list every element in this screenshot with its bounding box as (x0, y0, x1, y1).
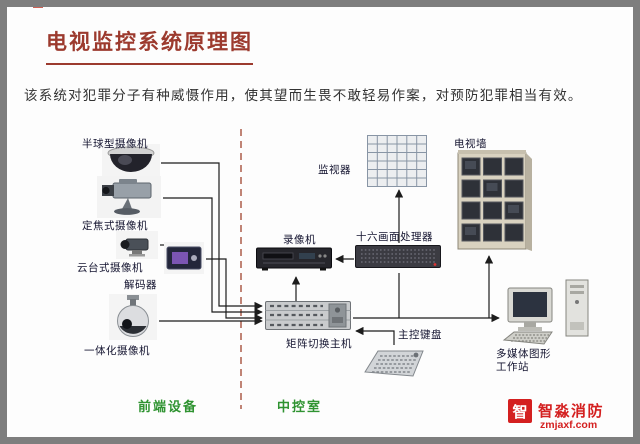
ptz-camera-label: 云台式摄像机 (77, 262, 143, 274)
fixed-camera-image (97, 176, 161, 218)
dome-camera-label: 半球型摄像机 (82, 138, 148, 150)
matrix-switcher-image (265, 300, 351, 331)
control-keyboard-label: 主控键盘 (398, 329, 442, 341)
processor-label: 十六画面处理器 (356, 231, 433, 243)
tv-wall-image (457, 149, 533, 251)
corner-artifact (33, 4, 43, 8)
processor-image (355, 243, 441, 271)
decoder-image (164, 242, 204, 274)
page-title: 电视监控系统原理图 (46, 26, 253, 65)
logo-name: 智淼消防 (538, 403, 605, 420)
control-keyboard-image (361, 344, 427, 380)
fixed-camera-label: 定焦式摄像机 (82, 220, 148, 232)
recorder-image (256, 245, 332, 272)
recorder-label: 录像机 (283, 234, 316, 246)
monitor-grid-image (367, 135, 427, 187)
matrix-switcher-label: 矩阵切换主机 (286, 338, 352, 350)
logo-url: zmjaxf.com (540, 419, 598, 431)
integrated-camera-image (109, 294, 157, 340)
dome-camera-image (102, 144, 160, 176)
ptz-camera-image (116, 231, 158, 259)
workstation-label-line1: 多媒体图形 (496, 348, 551, 360)
logo-icon: 智 (508, 399, 532, 423)
zone-control-room-label: 中控室 (277, 399, 323, 414)
workstation-image (502, 278, 594, 346)
monitor-label: 监视器 (318, 164, 351, 176)
integrated-camera-label: 一体化摄像机 (84, 345, 150, 357)
workstation-label-line2: 工作站 (496, 361, 529, 373)
zone-front-end-label: 前端设备 (138, 399, 199, 414)
tv-wall-label: 电视墙 (454, 138, 487, 150)
decoder-label: 解码器 (124, 279, 157, 291)
description-text: 该系统对犯罪分子有种威慑作用，使其望而生畏不敢轻易作案，对预防犯罪相当有效。 (24, 88, 583, 103)
